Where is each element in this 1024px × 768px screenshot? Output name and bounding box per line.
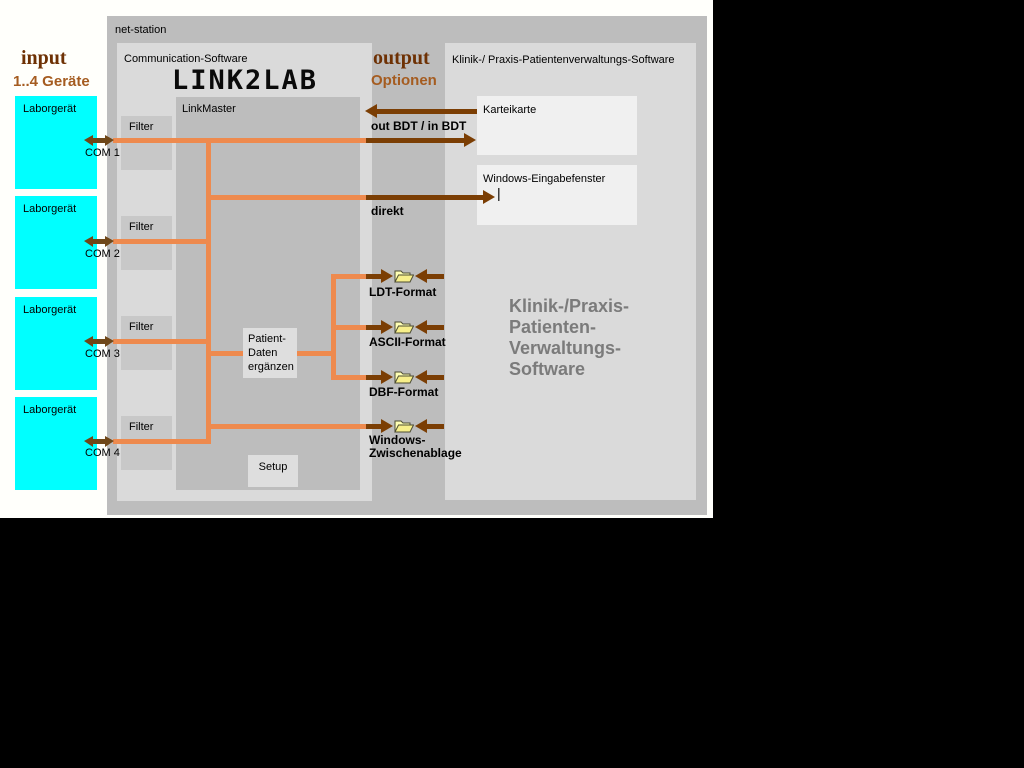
setup-box: Setup bbox=[248, 455, 298, 487]
orange-line-patient-in bbox=[206, 351, 243, 356]
net-station-title: net-station bbox=[115, 24, 167, 36]
bdt-in-arrow bbox=[365, 104, 377, 118]
format-output-arrow bbox=[366, 375, 382, 380]
text-cursor: | bbox=[497, 185, 501, 201]
direkt-arrow bbox=[483, 190, 495, 204]
lab-device-label: Laborgerät bbox=[23, 404, 77, 416]
orange-line-ascii bbox=[331, 325, 366, 330]
format-input-arrow bbox=[415, 370, 427, 384]
com-bidirectional-arrow-icon bbox=[84, 236, 114, 247]
format-input-arrow bbox=[427, 424, 444, 429]
format-input-arrow bbox=[415, 320, 427, 334]
format-output-arrow bbox=[366, 274, 382, 279]
filter-label: Filter bbox=[129, 121, 154, 133]
patient-data-box: Patient- Daten ergänzen bbox=[243, 328, 297, 378]
input-heading: input bbox=[21, 47, 67, 69]
open-folder-icon bbox=[394, 319, 415, 336]
com-port-label: COM 1 bbox=[85, 147, 120, 159]
format-input-arrow bbox=[427, 325, 444, 330]
bdt-out-arrow bbox=[366, 138, 465, 143]
windows-input-label: Windows-Eingabefenster bbox=[483, 173, 606, 185]
lab-device-2: Laborgerät bbox=[15, 196, 97, 289]
format-label-ascii: ASCII-Format bbox=[369, 335, 446, 349]
product-name: LINK2LAB bbox=[172, 65, 319, 96]
orange-trunk-line bbox=[206, 138, 211, 444]
direkt-arrow bbox=[366, 195, 484, 200]
direkt-label: direkt bbox=[371, 204, 404, 218]
bdt-out-arrow bbox=[464, 133, 476, 147]
orange-line-direkt bbox=[206, 195, 366, 200]
windows-input-box: Windows-Eingabefenster | bbox=[477, 165, 637, 225]
com-port-label: COM 3 bbox=[85, 348, 120, 360]
format-label-clipboard: Windows- Zwischenablage bbox=[369, 433, 462, 460]
orange-line-com3 bbox=[113, 339, 211, 344]
format-input-arrow bbox=[415, 269, 427, 283]
clinic-big-label: Klinik-/Praxis- Patienten- Verwaltungs- … bbox=[509, 296, 630, 379]
format-output-arrow bbox=[381, 370, 393, 384]
karteikarte-box: Karteikarte bbox=[477, 96, 637, 155]
orange-line-ldt bbox=[331, 274, 366, 279]
com-bidirectional-arrow-icon bbox=[84, 135, 114, 146]
filter-label: Filter bbox=[129, 221, 154, 233]
bdt-label: out BDT / in BDT bbox=[371, 119, 467, 133]
orange-line-com1 bbox=[113, 138, 366, 143]
open-folder-icon bbox=[394, 268, 415, 285]
format-output-arrow bbox=[381, 269, 393, 283]
orange-line-patient-out bbox=[297, 351, 336, 356]
com-bidirectional-arrow-icon bbox=[84, 436, 114, 447]
patient-data-label: Patient- Daten ergänzen bbox=[248, 333, 294, 373]
com-port-label: COM 2 bbox=[85, 248, 120, 260]
setup-label: Setup bbox=[258, 461, 288, 473]
filter-label: Filter bbox=[129, 321, 154, 333]
open-folder-icon bbox=[394, 369, 415, 386]
orange-line-com2 bbox=[113, 239, 211, 244]
format-input-arrow bbox=[427, 274, 444, 279]
com-port-label: COM 4 bbox=[85, 447, 120, 459]
lab-device-label: Laborgerät bbox=[23, 304, 77, 316]
format-input-arrow bbox=[427, 375, 444, 380]
format-output-arrow bbox=[381, 419, 393, 433]
lab-device-1: Laborgerät bbox=[15, 96, 97, 189]
orange-line-dbf bbox=[331, 375, 366, 380]
format-output-arrow bbox=[366, 424, 382, 429]
linkmaster-title: LinkMaster bbox=[182, 103, 236, 115]
format-label-ldt: LDT-Format bbox=[369, 285, 437, 299]
output-heading: output bbox=[373, 47, 430, 69]
input-subheading: 1..4 Geräte bbox=[13, 73, 90, 90]
com-bidirectional-arrow-icon bbox=[84, 336, 114, 347]
format-label-dbf: DBF-Format bbox=[369, 385, 439, 399]
net-station-panel: net-station Communication-Software LINK2… bbox=[107, 16, 707, 515]
orange-line-com4 bbox=[113, 439, 211, 444]
communication-software-title: Communication-Software bbox=[124, 53, 248, 65]
lab-device-label: Laborgerät bbox=[23, 103, 77, 115]
format-output-arrow bbox=[381, 320, 393, 334]
format-output-arrow bbox=[366, 325, 382, 330]
bdt-in-arrow bbox=[377, 109, 477, 114]
filter-label: Filter bbox=[129, 421, 154, 433]
filter-box-1: Filter bbox=[121, 116, 172, 170]
page-background: net-station Communication-Software LINK2… bbox=[0, 0, 713, 518]
karteikarte-label: Karteikarte bbox=[483, 104, 537, 116]
lab-device-label: Laborgerät bbox=[23, 203, 77, 215]
lab-device-3: Laborgerät bbox=[15, 297, 97, 390]
orange-line-clipboard bbox=[206, 424, 366, 429]
clinic-software-panel: Klinik-/ Praxis-Patientenverwaltungs-Sof… bbox=[445, 43, 696, 500]
format-input-arrow bbox=[415, 419, 427, 433]
communication-software-panel: Communication-Software LINK2LAB Filter F… bbox=[117, 43, 372, 501]
lab-device-4: Laborgerät bbox=[15, 397, 97, 490]
open-folder-icon bbox=[394, 418, 415, 435]
clinic-panel-title: Klinik-/ Praxis-Patientenverwaltungs-Sof… bbox=[452, 54, 675, 66]
output-subheading: Optionen bbox=[371, 72, 437, 89]
